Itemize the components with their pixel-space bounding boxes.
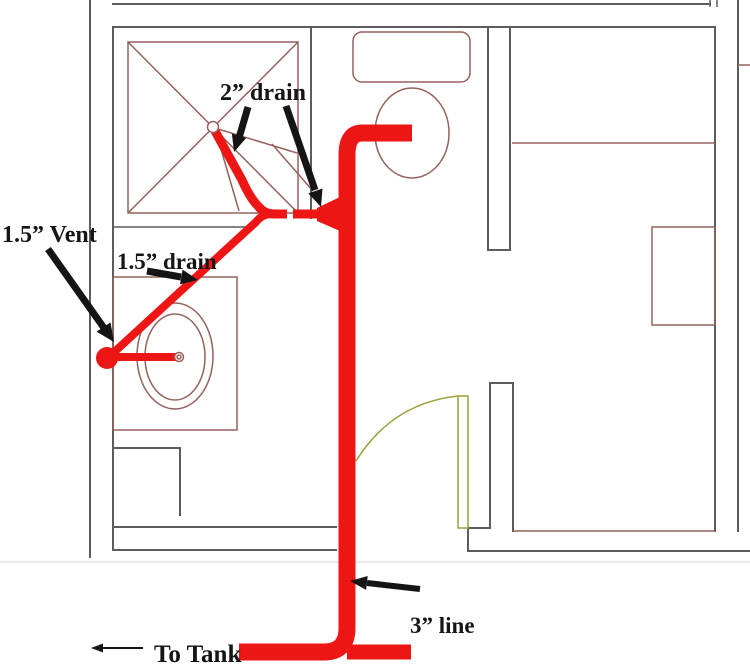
shower-drain-line-2 [217, 128, 298, 154]
drain2-arrow1-head [231, 133, 247, 152]
hall-wall-lower [489, 382, 514, 532]
door-swing-arc [355, 395, 459, 462]
label-3in-line: 3” line [410, 613, 475, 638]
toilet-tank [352, 31, 471, 83]
drain15-arrow-shaft [146, 267, 182, 281]
line3-arrow-head [350, 576, 368, 590]
sink-drain-outer [173, 351, 185, 363]
below-vanity-wall [114, 447, 181, 516]
pipe-3in-main [239, 124, 412, 661]
labels-group: 2” drain 1.5” Vent 1.5” drain 3” line To… [2, 80, 475, 668]
label-15-drain: 1.5” drain [117, 249, 217, 274]
shower-drain-circle [206, 120, 220, 134]
arrows-group [45, 104, 421, 653]
top-wall-tick [709, 0, 718, 7]
sink-drain-inner [176, 354, 182, 360]
totank-arrow-head [91, 643, 103, 653]
drain2-arrow2-head [308, 188, 323, 207]
door-group [355, 395, 469, 529]
hall-wall-upper [487, 26, 511, 251]
shower-pan [127, 41, 299, 214]
vent-dot [96, 347, 118, 369]
fixtures-group [112, 31, 750, 532]
pipe-2in-drain [211, 128, 287, 219]
line3-arrow-shaft [366, 580, 421, 592]
drain2-arrow2-shaft [282, 104, 319, 192]
drain15-arrow-head [180, 269, 198, 285]
label-to-tank: To Tank [154, 641, 241, 668]
pipes-group [96, 124, 412, 661]
drain2-arrow1-shaft [235, 106, 252, 139]
vent-arrow-head [96, 322, 114, 342]
label-2in-drain: 2” drain [220, 80, 306, 106]
walls-group [89, 0, 750, 558]
closet-box [651, 226, 716, 326]
shower-extra-line [271, 143, 314, 192]
pipe-15in-drain [108, 210, 273, 358]
drain-circles-group [173, 120, 220, 363]
door-leaf [457, 395, 469, 529]
pipe-wye-flare [317, 197, 340, 231]
hall-bottom-wall [467, 527, 750, 552]
vent-arrow-shaft [45, 246, 107, 331]
label-15-vent: 1.5” Vent [2, 222, 97, 248]
